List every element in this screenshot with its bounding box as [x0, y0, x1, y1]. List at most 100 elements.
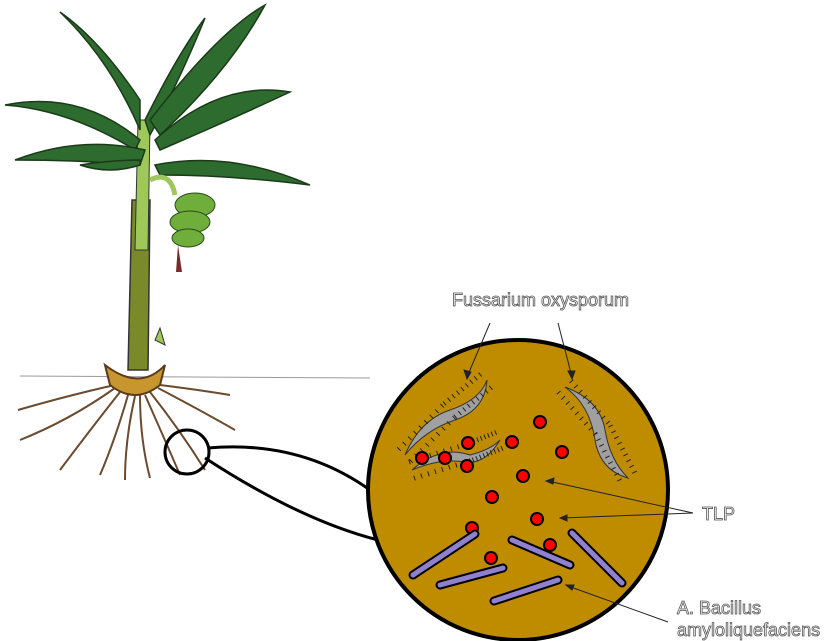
fungus-hair: [486, 451, 489, 457]
fungus-hair: [484, 389, 489, 394]
fungus-hair: [593, 432, 598, 436]
fungus-label: Fussarium oxysporum: [452, 290, 629, 310]
tlp-dot: [543, 538, 557, 552]
tlp-dot: [516, 469, 530, 483]
fungus-hair: [488, 385, 493, 391]
bacterium-rod: [437, 565, 506, 588]
fungus-hair: [452, 415, 457, 420]
fungus-hair: [602, 449, 607, 453]
fungus-hair: [626, 459, 631, 463]
fungus-hair: [457, 410, 462, 416]
fungus-hair: [447, 397, 452, 403]
fungus-hair: [462, 407, 467, 412]
fungus-hair: [446, 421, 451, 426]
fungus-hair: [436, 450, 439, 456]
banana-bunch: [169, 192, 216, 248]
fungus-hair: [614, 435, 619, 440]
bacteria-rods: [408, 528, 627, 606]
fungus-hair: [448, 464, 451, 470]
tlp-dot: [505, 435, 519, 449]
fungus-hair: [560, 395, 566, 400]
fungus-hair: [591, 405, 597, 410]
fungus-hair: [456, 444, 460, 450]
fungus-hair: [565, 400, 570, 405]
fungus-hair: [608, 461, 613, 465]
fungus-hair: [442, 401, 447, 406]
fungus-hair: [583, 421, 589, 426]
fungus-hair: [429, 414, 434, 419]
fungus-hair: [407, 436, 412, 441]
fungus-hair: [453, 414, 458, 419]
fungus-hair: [496, 447, 500, 453]
fungus-hair: [440, 403, 445, 408]
fungus-hair: [617, 441, 622, 445]
fungus-hair: [579, 416, 584, 421]
bacterium-rod: [410, 531, 478, 578]
tlp-dot: [530, 512, 544, 526]
fungus-hair: [434, 469, 437, 475]
fungus-hair: [611, 466, 616, 471]
fungus-hair: [588, 426, 593, 431]
tlp-dot: [485, 490, 499, 504]
tlp-label: TLP: [702, 504, 735, 524]
fungus-hair: [418, 425, 423, 430]
fungus-hair: [435, 431, 441, 437]
fungus-hair: [500, 445, 504, 451]
tlp-dot: [438, 451, 452, 465]
fungus-hair: [614, 472, 619, 476]
fungus-hair: [629, 464, 634, 468]
bacteria-label-line2: amyloliquefaciens: [677, 620, 820, 640]
fungus-hair: [466, 403, 471, 409]
fungus-hair: [490, 431, 494, 437]
fungus-hair: [605, 455, 610, 459]
fungus-hair: [573, 384, 579, 389]
tlp-dots: [415, 415, 569, 565]
bacterium-rod: [569, 530, 625, 586]
fungus-hair: [460, 386, 465, 392]
fungus-hair: [478, 372, 483, 377]
fungus-hair: [451, 393, 456, 399]
fungus-hair: [441, 466, 444, 473]
fungus-hair: [494, 430, 498, 436]
fungus-hair: [408, 459, 411, 465]
fungus-hair: [556, 390, 561, 395]
fungus-hair: [489, 450, 493, 456]
fungus-hair: [469, 379, 474, 385]
fungus-hair: [425, 442, 430, 447]
fungus-hair: [420, 473, 423, 479]
fungus-hair: [413, 475, 416, 481]
tlp-dot: [460, 459, 474, 473]
fungus-hair: [493, 448, 497, 454]
fungus-hair: [475, 455, 479, 461]
fungus-hair: [623, 453, 628, 457]
fungus-hair: [482, 453, 486, 459]
fungus-hair: [617, 478, 622, 482]
bacterium-rod: [491, 577, 561, 604]
fungus-hair: [478, 454, 482, 460]
fungus-hair: [455, 462, 458, 468]
fungus-hair: [413, 430, 418, 435]
fungus-hair: [430, 437, 435, 442]
fungus-hair: [483, 434, 487, 440]
fungus-hair: [599, 443, 604, 448]
arrows: [463, 322, 694, 623]
fungus-hair: [441, 426, 446, 431]
fungus-hair: [475, 396, 480, 401]
fungus-hair: [464, 383, 469, 388]
tlp-dot: [555, 445, 569, 459]
fungus-hair: [396, 446, 402, 452]
tlp-dot: [415, 451, 429, 465]
fungus-hair: [429, 452, 432, 458]
fungus-hair: [632, 470, 637, 474]
fungus-hair: [471, 457, 475, 463]
fungus-hair: [479, 435, 483, 441]
fungus-hair: [423, 419, 429, 425]
fungus-hair: [596, 410, 601, 415]
tlp-dot: [461, 436, 475, 450]
fungus-hair: [601, 415, 606, 420]
fungus-hair: [605, 420, 611, 425]
bacterium-rod: [509, 537, 573, 568]
tlp-dot: [533, 415, 547, 429]
fungus-hair: [427, 471, 430, 477]
